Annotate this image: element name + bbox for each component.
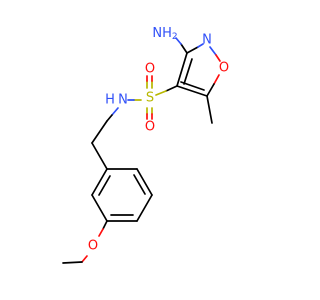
methoxy-o-label: O	[88, 239, 98, 254]
bond-oring-c5-black	[206, 83, 215, 97]
bond-c5-methyl	[206, 95, 213, 124]
sulfonamide-n-label: N	[118, 93, 128, 108]
ring-n-label: N	[202, 33, 212, 48]
bond-benz-5	[91, 194, 108, 222]
sulfonyl-o-top-label: O	[145, 62, 155, 77]
bond-ring-o	[102, 220, 108, 230]
ring-o-label: O	[219, 61, 229, 76]
bond-c4-c3	[176, 52, 188, 87]
bond-benz-d3	[98, 175, 111, 196]
bond-n-ch2-black	[106, 114, 113, 122]
bond-benz-2	[136, 168, 153, 196]
bond-benz-6	[91, 168, 108, 196]
bond-nring-oring	[209, 46, 217, 56]
nh2-subscript: 2	[172, 32, 178, 42]
sulfonyl-o-bottom-label: O	[145, 120, 155, 135]
bond-nring-oring-red	[215, 54, 221, 62]
nh2-label: NH2	[152, 26, 177, 43]
bond-o-ch3	[62, 261, 83, 264]
bond-benz-3	[136, 194, 153, 222]
molecule-structure: NH2 N O S O O N H O	[62, 26, 229, 264]
bond-c4-s-yellow	[155, 90, 167, 96]
bond-benz-d1	[133, 174, 146, 195]
bond-c3-nh2-blue	[175, 37, 182, 45]
bond-c3-nring	[186, 46, 199, 54]
bond-oring-c5	[213, 74, 220, 85]
bond-ch2-ch2	[91, 120, 108, 144]
bond-o-ch3-red	[81, 255, 88, 263]
bond-ring-o-red	[98, 228, 104, 237]
bond-c3-c4-double	[183, 58, 193, 85]
bond-n-ch2	[111, 107, 119, 116]
bond-c5-c4	[176, 85, 208, 97]
sulfonyl-s-label: S	[146, 91, 154, 106]
bond-c3-nring-blue	[197, 43, 204, 48]
sulfonamide-h-label: H	[105, 93, 115, 108]
bond-c3-nh2	[180, 43, 188, 54]
bond-c4-s	[165, 85, 178, 92]
bond-ch2-ring	[91, 142, 108, 170]
